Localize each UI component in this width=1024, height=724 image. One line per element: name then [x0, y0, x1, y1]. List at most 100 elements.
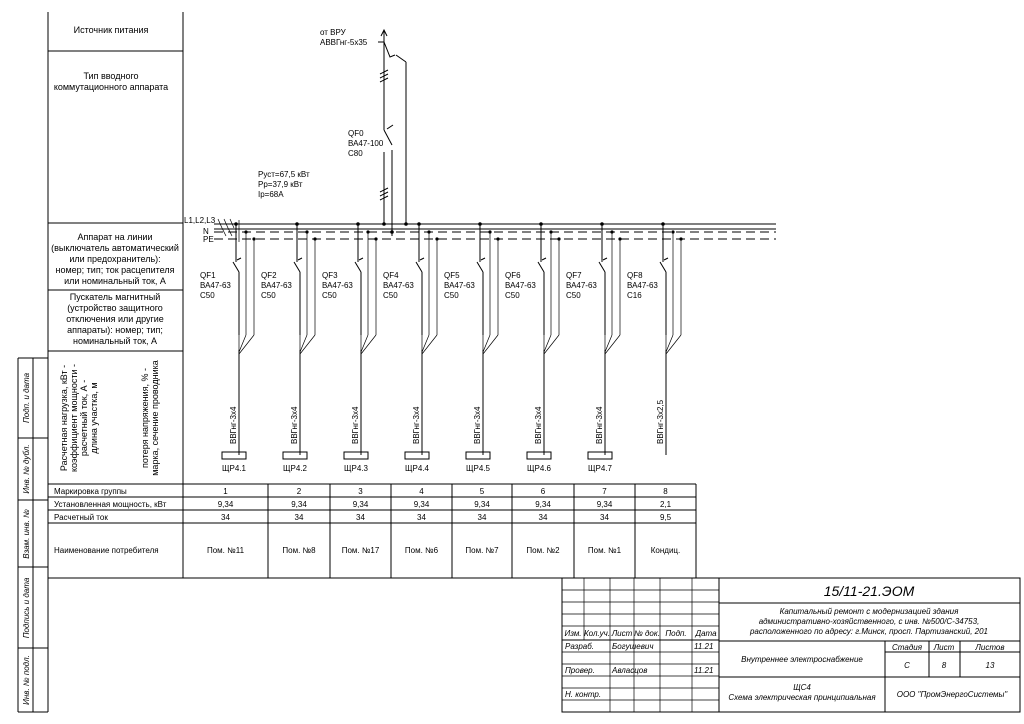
bus-pe-label: PE	[203, 235, 214, 244]
title-block: Изм. Кол.уч. Лист № док. Подп. Дата Разр…	[561, 577, 1021, 713]
group-3-breaker-id: QF3	[322, 271, 338, 280]
sheet-label: Лист	[933, 643, 955, 652]
group-2-panel-label: ЩР4.2	[283, 464, 308, 473]
project-line-1: Капитальный ремонт с модернизацией здани…	[780, 607, 959, 616]
group-7-breaker-id: QF7	[566, 271, 582, 280]
table-label-consumer: Наименование потребителя	[54, 546, 159, 555]
group-8-breaker-type: ВА47-63	[627, 281, 658, 290]
table-label-current: Расчетный ток	[54, 513, 108, 522]
date-developer: 11.21	[694, 642, 713, 651]
label-line-device-5: или номинальный ток, А	[64, 276, 166, 286]
table-mark-4: 4	[419, 487, 424, 496]
group-2-breaker-type: ВА47-63	[261, 281, 292, 290]
table-mark-8: 8	[663, 487, 668, 496]
group-6-breaker-id: QF6	[505, 271, 521, 280]
label-voltage-loss-2: марка, сечение проводника	[150, 360, 160, 476]
feeder: от ВРУ АВВГнг-5х35 QF0 ВА47-100 С80 Руст…	[258, 28, 408, 236]
table-power-6: 9,34	[535, 500, 551, 509]
group-4-cable-label: ВВГнг-3х4	[412, 406, 421, 444]
feed-cable: АВВГнг-5х35	[320, 38, 368, 47]
table-current-5: 34	[478, 513, 487, 522]
group-3-breaker-type: ВА47-63	[322, 281, 353, 290]
label-load-calc-4: длина участка, м	[89, 382, 99, 453]
group-7-panel-box	[587, 451, 613, 460]
label-line-device-4: номер; тип; ток расцепителя	[56, 265, 175, 275]
group-2-breaker-id: QF2	[261, 271, 277, 280]
group-4-panel-label: ЩР4.4	[405, 464, 430, 473]
group-4-breaker-type: ВА47-63	[383, 281, 414, 290]
table-mark-6: 6	[541, 487, 546, 496]
table-consumer-8: Кондиц.	[651, 546, 680, 555]
bus-phases-label: L1,L2,L3	[184, 216, 216, 225]
group-1-breaker-contact	[232, 261, 240, 273]
group-4-panel-box	[404, 451, 430, 460]
date-checker: 11.21	[694, 666, 713, 675]
table-power-7: 9,34	[597, 500, 613, 509]
bus-n-label: N	[203, 227, 209, 236]
col-change: Изм.	[564, 629, 581, 638]
table-power-5: 9,34	[474, 500, 490, 509]
group-1-panel-box	[221, 451, 247, 460]
label-input-device-2: коммутационного аппарата	[54, 82, 168, 92]
table-mark-1: 1	[223, 487, 228, 496]
table-power-8: 2,1	[660, 500, 672, 509]
label-starter-5: номинальный ток, А	[73, 336, 157, 346]
drawing-code: 15/11-21.ЭОМ	[824, 583, 915, 599]
table-power-2: 9,34	[291, 500, 307, 509]
col-count: Кол.уч.	[584, 629, 610, 638]
table-current-1: 34	[221, 513, 230, 522]
table-consumer-2: Пом. №8	[282, 546, 316, 555]
col-date: Дата	[694, 629, 717, 638]
stamp-original-inv: Инв. № подл.	[22, 655, 31, 705]
group-5-breaker-contact	[476, 261, 484, 273]
group-1-breaker-type: ВА47-63	[200, 281, 231, 290]
group-3-breaker-rating: С50	[322, 291, 337, 300]
sheet-title: Внутреннее электроснабжение	[741, 655, 863, 664]
group-8-cable-label: ВВГнг-3х2,5	[656, 399, 665, 444]
sheets-value: 13	[986, 661, 995, 670]
side-stamp: Подп. и дата Инв. № дубл. Взам. инв. № П…	[17, 357, 49, 713]
group-6-breaker-type: ВА47-63	[505, 281, 536, 290]
table-current-2: 34	[295, 513, 304, 522]
group-1-panel-label: ЩР4.1	[222, 464, 247, 473]
group-7-breaker-type: ВА47-63	[566, 281, 597, 290]
table-power-3: 9,34	[353, 500, 369, 509]
role-checker: Провер.	[565, 666, 595, 675]
main-breaker-id: QF0	[348, 129, 364, 138]
table-mark-3: 3	[358, 487, 363, 496]
table-mark-5: 5	[480, 487, 485, 496]
group-7-cable-label: ВВГнг-3х4	[595, 406, 604, 444]
project-line-2: административно-хозяйственного, с инв. №…	[759, 617, 980, 626]
table-consumer-1: Пом. №11	[207, 546, 245, 555]
group-8-breaker-contact	[659, 261, 667, 273]
role-developer: Разраб.	[565, 642, 594, 651]
group-5-cable-label: ВВГнг-3х4	[473, 406, 482, 444]
table-mark-7: 7	[602, 487, 607, 496]
title-block-grid	[562, 578, 719, 712]
col-doc: № док.	[634, 629, 660, 638]
group-2-panel-box	[282, 451, 308, 460]
group-6-panel-box	[526, 451, 552, 460]
table-power-1: 9,34	[218, 500, 234, 509]
label-line-device-1: Аппарат на линии	[78, 232, 153, 242]
group-3-panel-label: ЩР4.3	[344, 464, 369, 473]
group-1-breaker-rating: С50	[200, 291, 215, 300]
stamp-replace-inv: Взам. инв. №	[22, 509, 31, 559]
name-checker: Авласцов	[611, 666, 647, 675]
group-3-panel-box	[343, 451, 369, 460]
label-line-device-3: или предохранитель):	[69, 254, 160, 264]
main-breaker-rating: С80	[348, 149, 363, 158]
table-mark-2: 2	[297, 487, 302, 496]
group-4-breaker-rating: С50	[383, 291, 398, 300]
table-current-7: 34	[600, 513, 609, 522]
col-sheet: Лист	[611, 629, 633, 638]
drawing-name-2: Схема электрическая принципиальная	[728, 693, 876, 702]
table-label-mark: Маркировка группы	[54, 487, 127, 496]
